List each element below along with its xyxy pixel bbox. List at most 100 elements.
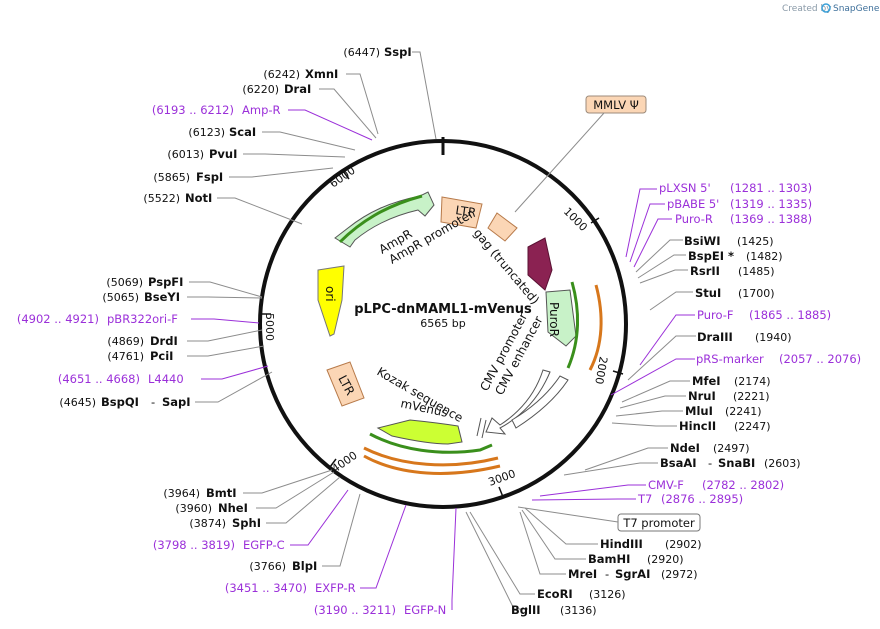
label-l4440: L4440 bbox=[148, 372, 184, 386]
tick-label-4000: 4000 bbox=[329, 449, 359, 476]
pos-pbr322ori-f: (4902 .. 4921) bbox=[17, 312, 99, 326]
tick-label-5000: 5000 bbox=[263, 313, 276, 341]
pos-draiii: (1940) bbox=[755, 331, 792, 344]
plasmid-name: pLPC-dnMAML1-mVenus bbox=[354, 302, 532, 317]
pos-fspi: (5865) bbox=[153, 171, 190, 184]
pos-noti: (5522) bbox=[143, 192, 180, 205]
pos-pvui: (6013) bbox=[167, 148, 204, 161]
pos-plxsn5: (1281 .. 1303) bbox=[730, 181, 812, 195]
label-plxsn5: pLXSN 5' bbox=[659, 181, 711, 195]
mmlv-label: MMLV Ψ bbox=[593, 98, 639, 112]
pos-ndei: (2497) bbox=[713, 442, 750, 455]
label-bmti: BmtI bbox=[206, 486, 237, 500]
label-stui: StuI bbox=[695, 286, 721, 300]
pos-pcii: (4761) bbox=[107, 350, 144, 363]
pos-stui: (1700) bbox=[738, 287, 775, 300]
label-bglii: BglII bbox=[511, 603, 541, 617]
ltr-bottom-feature bbox=[326, 361, 365, 407]
snapgene-logo-icon bbox=[821, 3, 831, 13]
pos-sspi: (6447) bbox=[343, 46, 380, 59]
label-mfei: MfeI bbox=[692, 374, 721, 388]
pos-mfei: (2174) bbox=[734, 375, 771, 388]
pos-rsrii: (1485) bbox=[738, 265, 775, 278]
pos-ecori: (3126) bbox=[589, 588, 626, 601]
label-pvui: PvuI bbox=[209, 147, 237, 161]
label-pbabe5: pBABE 5' bbox=[667, 197, 719, 211]
pos-bsaai: (2603) bbox=[764, 457, 801, 470]
label-bsaai: BsaAI bbox=[660, 456, 697, 470]
pos-amp-r: (6193 .. 6212) bbox=[152, 103, 234, 117]
pos-l4440: (4651 .. 4668) bbox=[58, 372, 140, 386]
label-nhei: NheI bbox=[218, 501, 248, 515]
t7-promoter-leader bbox=[517, 506, 619, 523]
pos-hincii: (2247) bbox=[734, 420, 771, 433]
pos-sphi: (3874) bbox=[189, 517, 226, 530]
label-pcii: PciI bbox=[150, 349, 173, 363]
label-blpi: BlpI bbox=[292, 559, 317, 573]
pos-exfp-r: (3451 .. 3470) bbox=[225, 581, 307, 595]
pos-egfp-n: (3190 .. 3211) bbox=[314, 603, 396, 617]
left-labels: (6447) SspI (6242) XmnI (6220) DraI (619… bbox=[17, 45, 446, 617]
label-snabi: SnaBI bbox=[718, 456, 755, 470]
pos-nhei: (3960) bbox=[175, 502, 212, 515]
label-scai: ScaI bbox=[229, 125, 256, 139]
ampr-orf-green bbox=[338, 194, 423, 244]
label-t7: T7 bbox=[637, 492, 652, 506]
ori-label: ori bbox=[323, 286, 337, 302]
label-fspi: FspI bbox=[196, 170, 223, 184]
kozak-label: Kozak sequence bbox=[375, 364, 466, 425]
label-prs-marker: pRS-marker bbox=[696, 352, 764, 366]
pos-drdi: (4869) bbox=[107, 335, 144, 348]
credit-prefix: Created by bbox=[782, 4, 832, 14]
mvenus-orf-green bbox=[369, 432, 493, 454]
label-bsiwi: BsiWI bbox=[684, 234, 721, 248]
pos-bmti: (3964) bbox=[163, 487, 200, 500]
mmlv-leader bbox=[514, 112, 605, 213]
label-draiii: DraIII bbox=[697, 330, 733, 344]
pos-mlui: (2241) bbox=[725, 405, 762, 418]
plasmid-length: 6565 bp bbox=[420, 317, 465, 330]
label-cmv-f: CMV-F bbox=[648, 478, 684, 492]
label-puro-f: Puro-F bbox=[697, 308, 734, 322]
cmv-feature-outline bbox=[485, 369, 551, 435]
label-egfp-c: EGFP-C bbox=[243, 538, 285, 552]
pos-bamhi: (2920) bbox=[647, 553, 684, 566]
tick-label-2000: 2000 bbox=[592, 355, 610, 385]
pos-pspfi: (5069) bbox=[106, 276, 143, 289]
ltr-top-label: LTR bbox=[455, 203, 477, 220]
pos-scai: (6123) bbox=[188, 126, 225, 139]
pos-puro-f: (1865 .. 1885) bbox=[749, 308, 831, 322]
label-bamhi: BamHI bbox=[588, 552, 630, 566]
label-egfp-n: EGFP-N bbox=[404, 603, 446, 617]
pos-drai: (6220) bbox=[242, 83, 279, 96]
label-hindiii: HindIII bbox=[600, 537, 643, 551]
label-amp-r: Amp-R bbox=[242, 103, 281, 117]
tick-marks bbox=[261, 170, 624, 498]
pos-nrui: (2221) bbox=[733, 390, 770, 403]
label-sspi: SspI bbox=[384, 45, 412, 59]
label-rsrii: RsrII bbox=[690, 264, 720, 278]
label-nrui: NruI bbox=[688, 389, 716, 403]
cmv-enhancer-outline bbox=[511, 375, 569, 429]
puror-feature bbox=[545, 289, 577, 347]
label-noti: NotI bbox=[185, 191, 212, 205]
pos-puro-r: (1369 .. 1388) bbox=[730, 212, 812, 226]
pos-pbabe5: (1319 .. 1335) bbox=[730, 197, 812, 211]
label-bsaai-sep: - bbox=[708, 456, 712, 470]
gag-feature bbox=[487, 212, 518, 242]
pos-cmv-f: (2782 .. 2802) bbox=[702, 478, 784, 492]
label-exfp-r: EXFP-R bbox=[315, 581, 356, 595]
mmlv-box bbox=[585, 95, 647, 114]
pos-bseyi: (5065) bbox=[102, 291, 139, 304]
t7-promoter-label: T7 promoter bbox=[622, 516, 695, 530]
mvenus-feature bbox=[376, 419, 463, 445]
label-drdi: DrdI bbox=[150, 334, 178, 348]
ltr-top-feature bbox=[440, 196, 483, 229]
label-mlui: MluI bbox=[685, 404, 713, 418]
label-sgrai: SgrAI bbox=[615, 567, 650, 581]
pos-bspqi: (4645) bbox=[59, 396, 96, 409]
credit-brand: SnapGene bbox=[833, 4, 880, 14]
pos-bglii: (3136) bbox=[560, 604, 597, 617]
label-sapi: SapI bbox=[162, 395, 191, 409]
